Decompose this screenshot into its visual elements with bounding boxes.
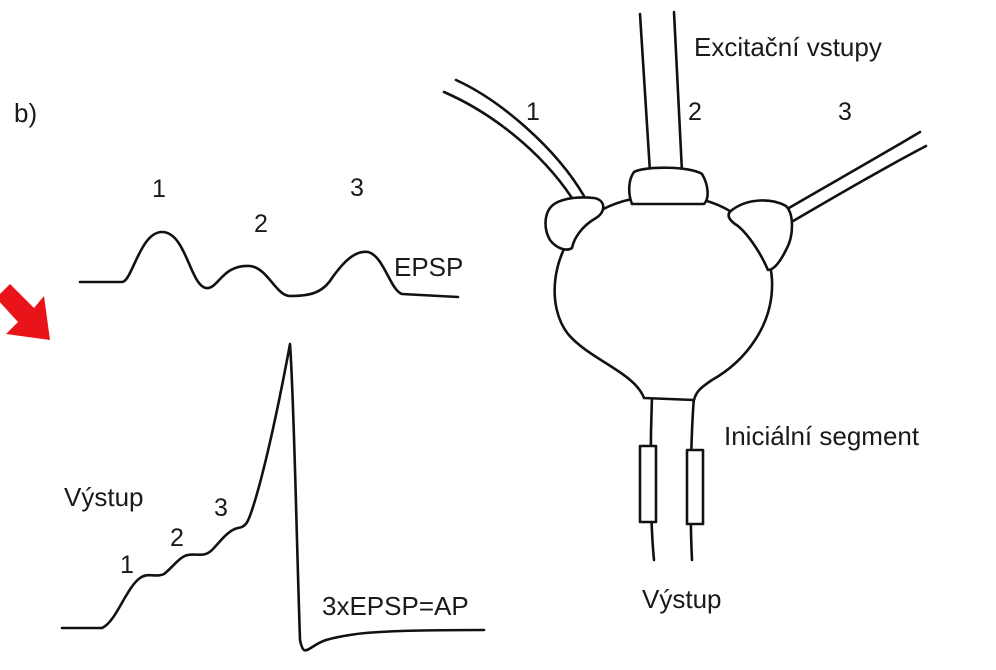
epsp-number-3: 3 (350, 174, 364, 202)
initial-segment-right-block (687, 450, 703, 524)
panel-label: b) (14, 98, 37, 128)
input-fiber-3 (782, 132, 926, 224)
excitatory-inputs-title: Excitační vstupy (694, 32, 882, 62)
synaptic-bouton-2 (629, 168, 707, 204)
epsp-trace: 1 2 3 EPSP (80, 174, 463, 297)
neuron-input-number-1: 1 (526, 98, 540, 126)
epsp-number-1: 1 (152, 175, 166, 203)
input-fiber-2 (640, 12, 682, 172)
input-fiber-1 (444, 80, 584, 198)
neuron-illustration: Excitační vstupy 1 2 3 Iniciální segment… (444, 12, 926, 614)
output-step-1: 1 (120, 551, 134, 579)
epsp-number-2: 2 (254, 210, 268, 238)
neuron-input-number-3: 3 (838, 98, 852, 126)
initial-segment-left-block (640, 446, 656, 522)
initial-segment-label: Iniciální segment (724, 421, 920, 451)
neuron-input-number-2: 2 (688, 98, 702, 126)
epsp-label: EPSP (394, 252, 463, 282)
ap-equation-label: 3xEPSP=AP (322, 591, 469, 621)
red-arrow-icon (0, 284, 50, 340)
output-trace-label: Výstup (64, 482, 144, 512)
output-trace: Výstup 1 2 3 3xEPSP=AP (62, 344, 484, 650)
output-step-2: 2 (170, 524, 184, 552)
output-step-3: 3 (214, 494, 228, 522)
neuron-output-label: Výstup (642, 584, 722, 614)
